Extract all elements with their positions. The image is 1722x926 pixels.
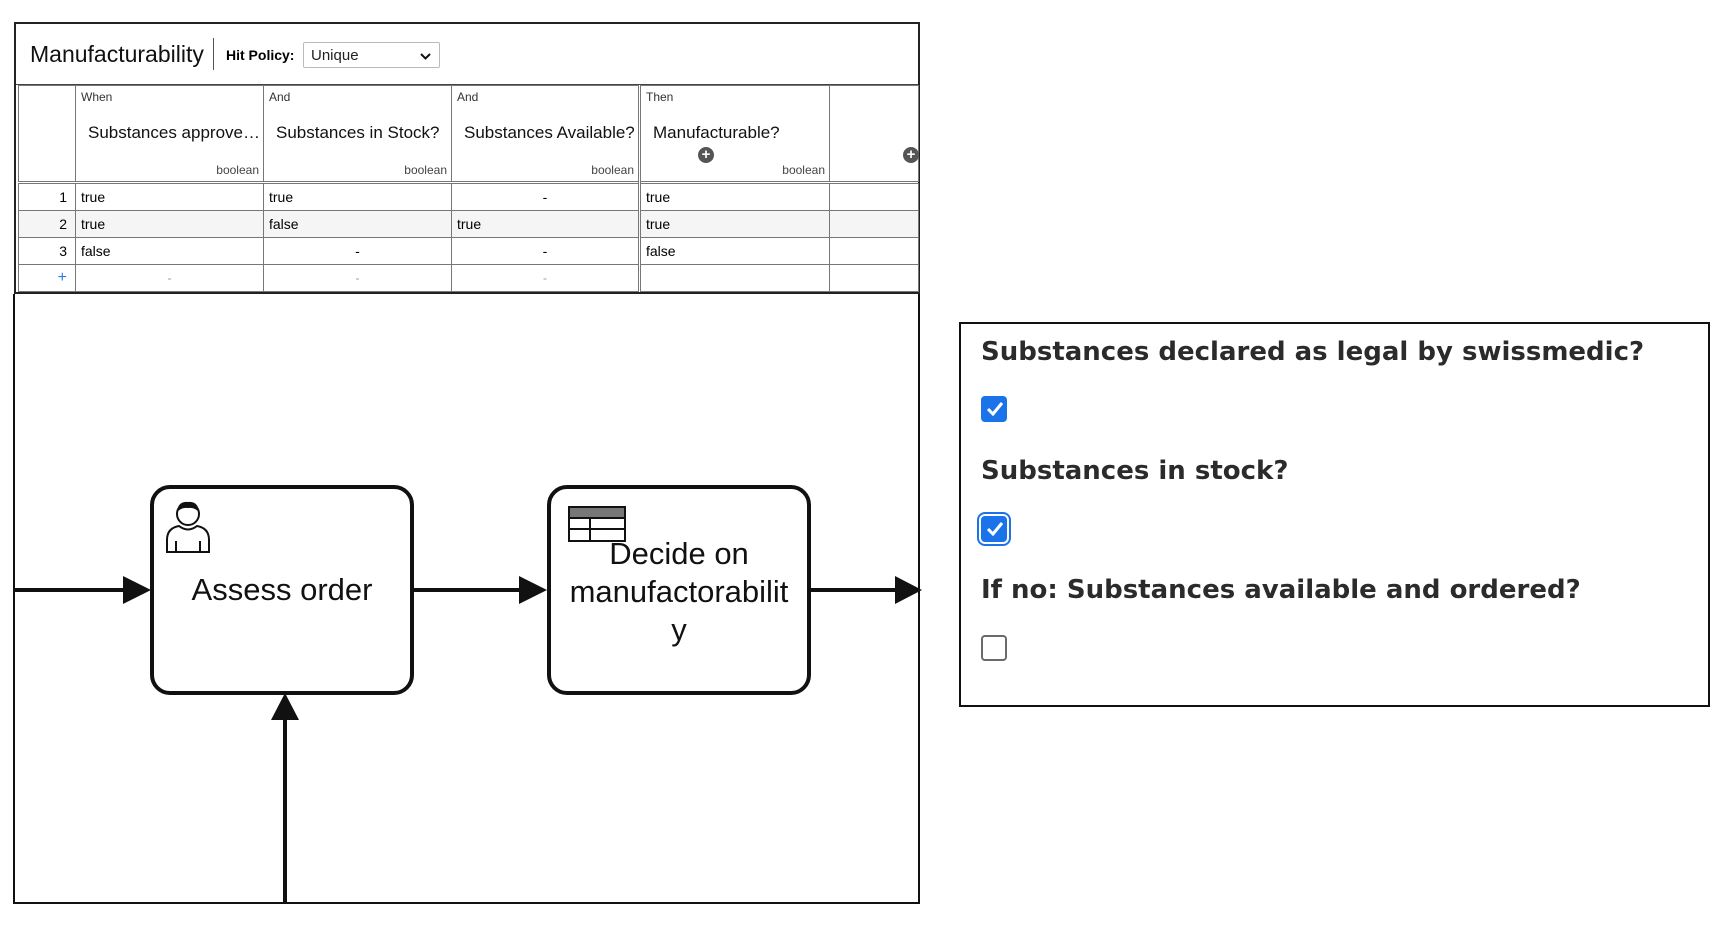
table-cell[interactable]: true (638, 210, 830, 238)
task-label-line: Decide on (609, 536, 749, 571)
add-rule-row: + - - - (18, 264, 919, 292)
annotation-cell[interactable] (829, 181, 919, 211)
question-label: Substances declared as legal by swissmed… (981, 337, 1645, 367)
table-cell[interactable]: false (75, 237, 264, 265)
input-column-header[interactable]: And Substances Available? boolean (451, 85, 640, 183)
user-icon (164, 497, 214, 558)
decision-table-name[interactable]: Manufacturability (30, 41, 204, 67)
type-ref[interactable]: boolean (591, 163, 634, 177)
input-column-header[interactable]: When Substances approve… boolean (75, 85, 264, 183)
placeholder-cell[interactable]: - (75, 264, 264, 292)
sequence-flow-assess-to-decide[interactable] (414, 576, 547, 604)
column-label[interactable]: Substances approve… (88, 123, 260, 142)
rule-index: 3 (18, 237, 76, 265)
checkbox-available-ordered[interactable] (981, 635, 1007, 661)
table-cell[interactable]: false (263, 210, 452, 238)
output-column-header[interactable]: Then Manufacturable? boolean (638, 85, 830, 183)
bpmn-canvas[interactable]: Assess order Decide on manufactorabilit … (13, 294, 922, 904)
placeholder-cell[interactable]: - (451, 264, 640, 292)
decision-table-header: Manufacturability Hit Policy: Unique (16, 24, 918, 85)
checkmark-icon (986, 402, 1004, 417)
checkbox-legal[interactable] (981, 396, 1007, 422)
annotation-cell[interactable] (829, 237, 919, 265)
task-label-line: manufactorabilit (569, 574, 789, 609)
placeholder-cell[interactable] (829, 264, 919, 292)
type-ref[interactable]: boolean (782, 163, 825, 177)
table-header-row: When Substances approve… boolean And Sub… (18, 85, 919, 183)
add-output-column-icon[interactable]: + (903, 147, 919, 163)
type-ref[interactable]: boolean (404, 163, 447, 177)
sequence-flows (15, 576, 922, 904)
header-divider (213, 38, 214, 70)
rule-index: 2 (18, 210, 76, 238)
sequence-flow-bottom[interactable] (271, 693, 299, 904)
checkmark-icon (986, 522, 1004, 537)
table-cell[interactable]: false (638, 237, 830, 265)
add-rule-button[interactable]: + (18, 264, 76, 292)
hit-policy-select[interactable]: Unique (303, 42, 440, 68)
table-cell[interactable]: true (638, 181, 830, 211)
decision-table-panel: Manufacturability Hit Policy: Unique Whe… (14, 22, 920, 294)
table-row: 3 false - - false (18, 237, 919, 265)
checkbox-in-stock[interactable] (981, 516, 1007, 542)
table-cell[interactable]: true (75, 210, 264, 238)
hit-policy-label: Hit Policy: (226, 47, 295, 63)
form-panel: Substances declared as legal by swissmed… (959, 322, 1710, 707)
hit-policy-value: Unique (311, 47, 359, 64)
table-cell[interactable]: true (451, 210, 640, 238)
question-label: Substances in stock? (981, 456, 1289, 486)
rules-table: When Substances approve… boolean And Sub… (18, 85, 919, 292)
table-cell[interactable]: true (75, 181, 264, 211)
sequence-flow-incoming[interactable] (15, 576, 151, 604)
column-label[interactable]: Manufacturable? (653, 123, 780, 142)
table-cell[interactable]: - (263, 237, 452, 265)
chevron-down-icon (420, 46, 431, 69)
type-ref[interactable]: boolean (216, 163, 259, 177)
annotation-column-header (829, 85, 919, 183)
input-column-header[interactable]: And Substances in Stock? boolean (263, 85, 452, 183)
task-assess-order[interactable]: Assess order (150, 485, 414, 695)
table-cell[interactable]: - (451, 181, 640, 211)
table-icon (568, 506, 626, 547)
clause-label: Then (646, 90, 674, 104)
clause-label: And (269, 90, 291, 104)
annotation-cell[interactable] (829, 210, 919, 238)
task-label-line: y (671, 612, 687, 647)
placeholder-cell[interactable]: - (263, 264, 452, 292)
task-decide-manufacturability[interactable]: Decide on manufactorabilit y (547, 485, 811, 695)
table-cell[interactable]: true (263, 181, 452, 211)
clause-label: And (457, 90, 479, 104)
column-label[interactable]: Substances in Stock? (276, 123, 440, 142)
table-cell[interactable]: - (451, 237, 640, 265)
placeholder-cell[interactable] (638, 264, 830, 292)
sequence-flow-outgoing[interactable] (811, 576, 922, 604)
column-label[interactable]: Substances Available? (464, 123, 635, 142)
task-label: Assess order (191, 572, 373, 607)
index-column-header (18, 85, 76, 183)
add-input-column-icon[interactable]: + (698, 147, 714, 163)
rule-index: 1 (18, 181, 76, 211)
question-label: If no: Substances available and ordered? (981, 575, 1581, 605)
clause-label: When (81, 90, 113, 104)
table-row: 1 true true - true (18, 181, 919, 211)
table-row: 2 true false true true (18, 210, 919, 238)
